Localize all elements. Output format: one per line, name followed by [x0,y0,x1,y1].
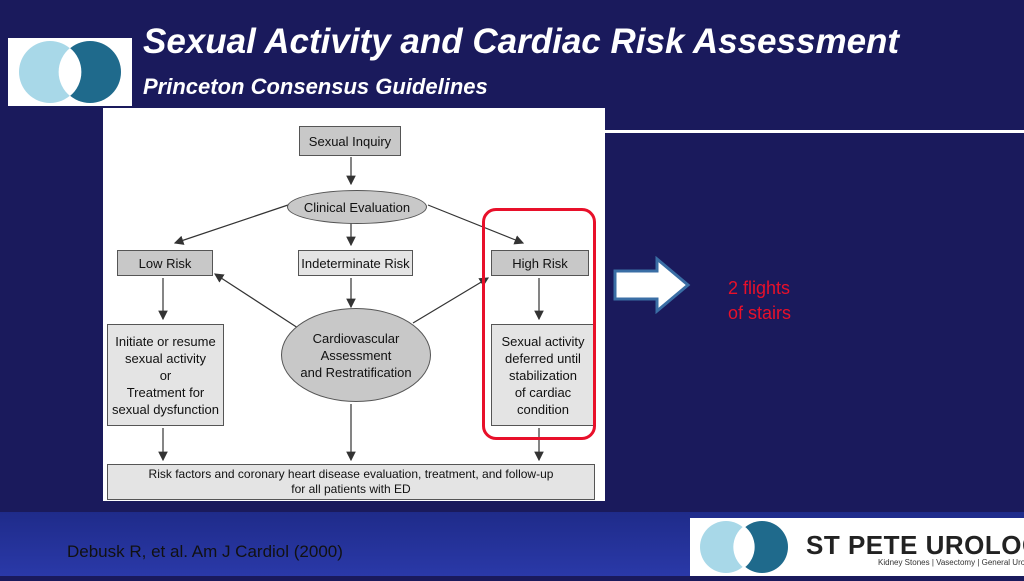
citation: Debusk R, et al. Am J Cardiol (2000) [67,542,343,561]
arrow-evaluation-to-high [427,204,525,245]
node-high-risk: High Risk [491,250,589,276]
right-arrow-icon [613,256,691,314]
node-clinical-evaluation: Clinical Evaluation [287,190,427,224]
flowchart: Sexual Inquiry Clinical Evaluation Low R… [103,108,605,501]
brand-name: ST PETE UROLOGY [806,530,1024,560]
node-cardiovascular-assessment: Cardiovascular Assessment and Restratifi… [281,308,431,402]
node-deferred: Sexual activity deferred until stabiliza… [491,324,595,426]
brand-circles-icon [700,521,788,573]
node-low-risk: Low Risk [117,250,213,276]
arrow-assessment-to-high [412,277,490,324]
brand-tagline: Kidney Stones | Vasectomy | General Urol… [878,558,1024,567]
node-indeterminate-risk: Indeterminate Risk [298,250,413,276]
stairs-note: 2 flights of stairs [728,278,792,323]
logo-circles-icon [19,41,121,103]
node-initiate-resume: Initiate or resume sexual activity or Tr… [107,324,224,426]
node-risk-factors: Risk factors and coronary heart disease … [107,464,595,500]
high-risk-highlight [482,208,596,440]
flowchart-connectors [158,157,544,462]
node-sexual-inquiry: Sexual Inquiry [299,126,401,156]
arrow-evaluation-to-low [173,204,289,245]
arrow-assessment-to-low [213,273,299,329]
slide-subtitle: Princeton Consensus Guidelines [143,74,488,99]
top-logo [8,38,132,106]
slide-title: Sexual Activity and Cardiac Risk Assessm… [143,22,900,61]
brand-logo [690,518,1024,576]
